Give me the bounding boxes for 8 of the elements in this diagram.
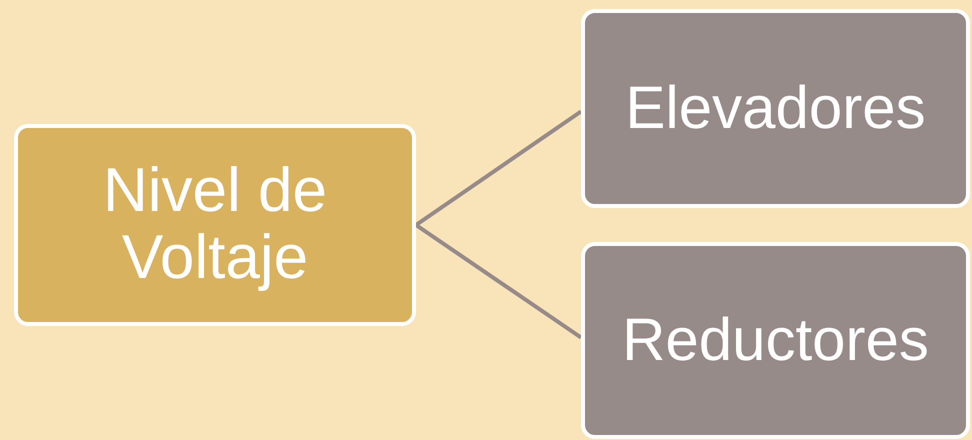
connector-line (414, 223, 582, 340)
box-label: Nivel de Voltaje (102, 158, 328, 292)
root-box (14, 124, 416, 326)
category-box (581, 242, 970, 439)
connector-line (414, 110, 582, 227)
box-label: Elevadores (624, 76, 927, 141)
category-box (581, 9, 970, 208)
box-label: Reductores (621, 308, 930, 373)
